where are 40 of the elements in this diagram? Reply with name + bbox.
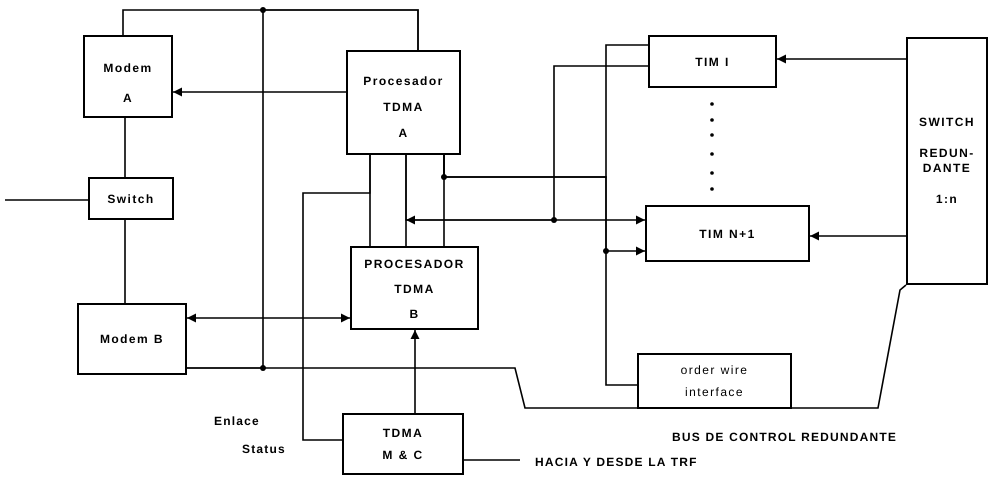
- block-box: [350, 246, 479, 330]
- block-box: [346, 50, 461, 155]
- block-label: TDMA: [382, 425, 424, 442]
- arrow: [187, 314, 350, 322]
- arrow: [410, 330, 420, 413]
- connector-line: [124, 220, 126, 303]
- block-label: Modem A: [103, 60, 153, 107]
- annotation-text: Enlace: [214, 413, 260, 430]
- connector-line: [5, 199, 88, 201]
- arrow: [777, 54, 906, 64]
- connector-line: [405, 65, 648, 221]
- arrow: [173, 88, 346, 96]
- connector-line: [443, 155, 637, 386]
- block-label: REDUN- DANTE: [919, 146, 975, 176]
- arrow: [810, 232, 906, 240]
- block-box: [83, 35, 173, 118]
- block-label: Modem B: [100, 331, 164, 348]
- block-box: [648, 35, 777, 88]
- connector-line: [124, 118, 126, 177]
- connector-line: [302, 155, 371, 441]
- annotation-text: HACIA Y DESDE LA TRF: [535, 454, 698, 471]
- block-label: TIM I: [695, 54, 730, 70]
- annotation-text: BUS DE CONTROL REDUNDANTE: [672, 429, 898, 446]
- block-label: TIM N+1: [699, 226, 756, 242]
- block-label: order wire interface: [680, 362, 750, 401]
- block-label: 1:n: [936, 192, 958, 207]
- block-box: [77, 303, 187, 375]
- block-label: M & C: [382, 447, 424, 464]
- block-label: SWITCH: [919, 115, 975, 130]
- connector-line: [464, 459, 520, 461]
- block-label: PROCESADOR TDMA B: [364, 256, 465, 323]
- block-box: [342, 413, 464, 475]
- block-box: [88, 177, 174, 220]
- block-label: Switch: [107, 190, 155, 208]
- block-box: [906, 37, 988, 285]
- block-label: Procesador TDMA A: [363, 73, 444, 142]
- arrow: [406, 216, 645, 224]
- block-box: [645, 205, 810, 262]
- block-box: [637, 353, 792, 409]
- annotation-text: Status: [242, 441, 286, 458]
